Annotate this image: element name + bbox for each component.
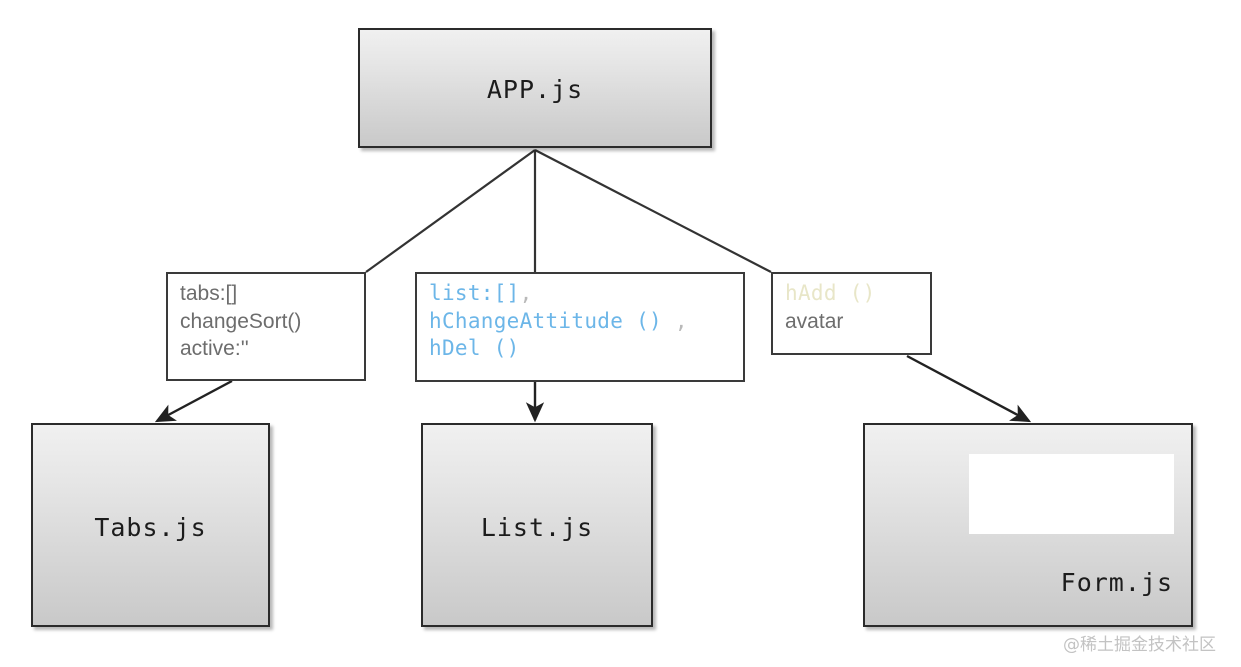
form-input-field[interactable] xyxy=(969,454,1174,534)
note-line-list-state: list:[], xyxy=(429,280,731,308)
note-line-tabs-handler: changeSort() xyxy=(180,309,302,333)
connector-app-to-form-note xyxy=(534,149,772,273)
note-text-list-del: hDel () xyxy=(429,336,520,361)
component-label-tabs: Tabs.js xyxy=(94,513,207,542)
note-line-list-del: hDel () xyxy=(429,335,731,363)
component-box-tabs[interactable]: Tabs.js xyxy=(31,423,270,627)
note-box-list: list:[], hChangeAttitude () , hDel () xyxy=(415,272,745,382)
note-punct-list-state: , xyxy=(519,281,533,305)
note-line-tabs-active: active:'' xyxy=(180,337,249,361)
note-punct-list-change: , xyxy=(661,308,688,333)
note-line-form-avatar: avatar xyxy=(785,309,844,333)
component-label-list: List.js xyxy=(480,513,594,542)
note-line-form-add: hAdd () xyxy=(785,281,876,305)
note-box-tabs: tabs:[] changeSort() active:'' xyxy=(166,272,366,381)
component-box-form[interactable]: Form.js xyxy=(863,423,1193,627)
watermark: @稀土掘金技术社区 xyxy=(1063,635,1216,655)
note-text-list-state: list:[] xyxy=(429,281,520,305)
arrow-form-note-to-form xyxy=(906,354,1032,423)
note-text-list-change: hChangeAttitude () xyxy=(429,308,662,333)
connector-app-to-tabs-note xyxy=(365,149,536,273)
component-box-app[interactable]: APP.js xyxy=(358,28,712,148)
component-box-list[interactable]: List.js xyxy=(421,423,653,627)
component-label-form: Form.js xyxy=(1060,568,1173,597)
note-line-tabs-state: tabs:[] xyxy=(180,282,238,305)
component-label-app: APP.js xyxy=(486,75,584,104)
arrow-tabs-note-to-tabs xyxy=(154,379,233,423)
note-box-form: hAdd () avatar xyxy=(771,272,932,355)
note-line-list-change: hChangeAttitude () , xyxy=(429,308,731,336)
